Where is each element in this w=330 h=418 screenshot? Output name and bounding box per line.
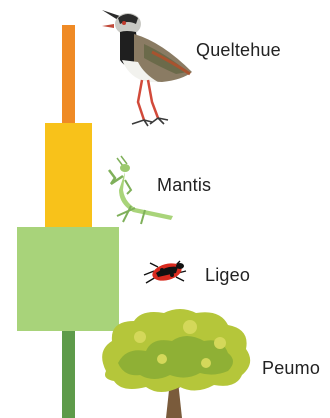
label-peumo: Peumo	[262, 358, 320, 379]
label-ligeo: Ligeo	[205, 265, 250, 286]
label-mantis: Mantis	[157, 175, 211, 196]
red-bug-icon	[140, 253, 190, 287]
level-bar-queltehue	[62, 25, 75, 124]
level-bar-mantis	[45, 123, 92, 227]
tree-icon	[96, 307, 256, 418]
lapwing-bird-icon	[92, 2, 204, 134]
label-queltehue: Queltehue	[196, 40, 281, 61]
level-bar-peumo	[62, 331, 75, 418]
